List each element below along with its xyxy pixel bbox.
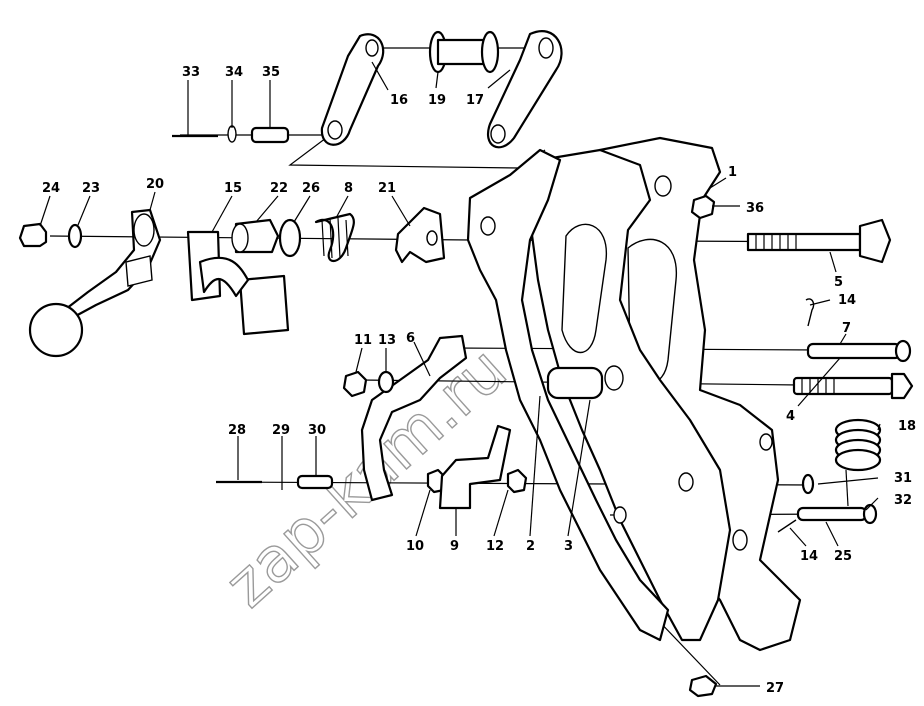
label-29: 29	[272, 423, 290, 438]
cotter-pin-14-top	[805, 298, 815, 327]
washer-23	[67, 223, 83, 249]
nut-12	[506, 468, 528, 494]
label-4: 4	[786, 409, 795, 424]
label-26: 26	[302, 181, 320, 196]
label-33: 33	[182, 65, 200, 80]
bracket-9	[438, 424, 512, 510]
label-1: 1	[728, 165, 737, 180]
label-6: 6	[406, 331, 415, 346]
link-16	[320, 33, 385, 146]
label-16: 16	[390, 93, 408, 108]
label-35: 35	[262, 65, 280, 80]
label-14-top: 14	[838, 293, 856, 308]
nut-36	[690, 194, 716, 220]
ring-26	[278, 218, 302, 258]
label-10: 10	[406, 539, 424, 554]
label-36: 36	[746, 201, 764, 216]
pin-7	[806, 339, 912, 363]
label-3: 3	[564, 539, 573, 554]
frame-plate-rear	[578, 136, 802, 652]
pin-19	[428, 30, 500, 74]
washer-31	[801, 473, 815, 495]
pin-25	[796, 503, 878, 525]
cotter-pin-14-bottom	[777, 519, 797, 533]
spring-18	[834, 418, 882, 507]
label-22: 22	[270, 181, 288, 196]
nut-11	[342, 370, 368, 398]
label-11: 11	[354, 333, 372, 348]
label-18: 18	[898, 419, 916, 434]
label-19: 19	[428, 93, 446, 108]
label-34: 34	[225, 65, 243, 80]
label-8: 8	[344, 181, 353, 196]
label-17: 17	[466, 93, 484, 108]
sleeve-30	[296, 474, 334, 490]
label-25: 25	[834, 549, 852, 564]
label-13: 13	[378, 333, 396, 348]
label-12: 12	[486, 539, 504, 554]
label-32: 32	[894, 493, 912, 508]
label-28: 28	[228, 423, 246, 438]
nut-24	[18, 222, 48, 248]
label-27: 27	[766, 681, 784, 696]
sleeve-35	[250, 126, 290, 144]
label-20: 20	[146, 177, 164, 192]
lever-arm-20	[28, 208, 162, 358]
part-labels: 33 34 35 24 23 20 15 22 26 8 21 16 19 17…	[42, 65, 916, 696]
label-21: 21	[378, 181, 396, 196]
spring-8	[314, 212, 355, 263]
bolt-5	[746, 218, 892, 264]
label-5: 5	[834, 275, 843, 290]
label-24: 24	[42, 181, 60, 196]
label-leaders	[39, 61, 881, 547]
label-15: 15	[224, 181, 242, 196]
washer-34	[227, 125, 237, 143]
link-17	[487, 30, 563, 149]
label-30: 30	[308, 423, 326, 438]
bushing-22	[231, 218, 280, 254]
bracket-15	[186, 230, 290, 336]
frame-plate-front	[466, 148, 670, 642]
washer-13	[377, 370, 395, 394]
label-14-bottom: 14	[800, 549, 818, 564]
bolt-27	[688, 674, 760, 698]
label-9: 9	[450, 539, 459, 554]
bolt-4	[792, 372, 914, 400]
label-23: 23	[82, 181, 100, 196]
label-2: 2	[526, 539, 535, 554]
label-31: 31	[894, 471, 912, 486]
spacer-2	[546, 366, 604, 400]
label-7: 7	[842, 321, 851, 336]
cam-plate-21	[394, 206, 446, 264]
